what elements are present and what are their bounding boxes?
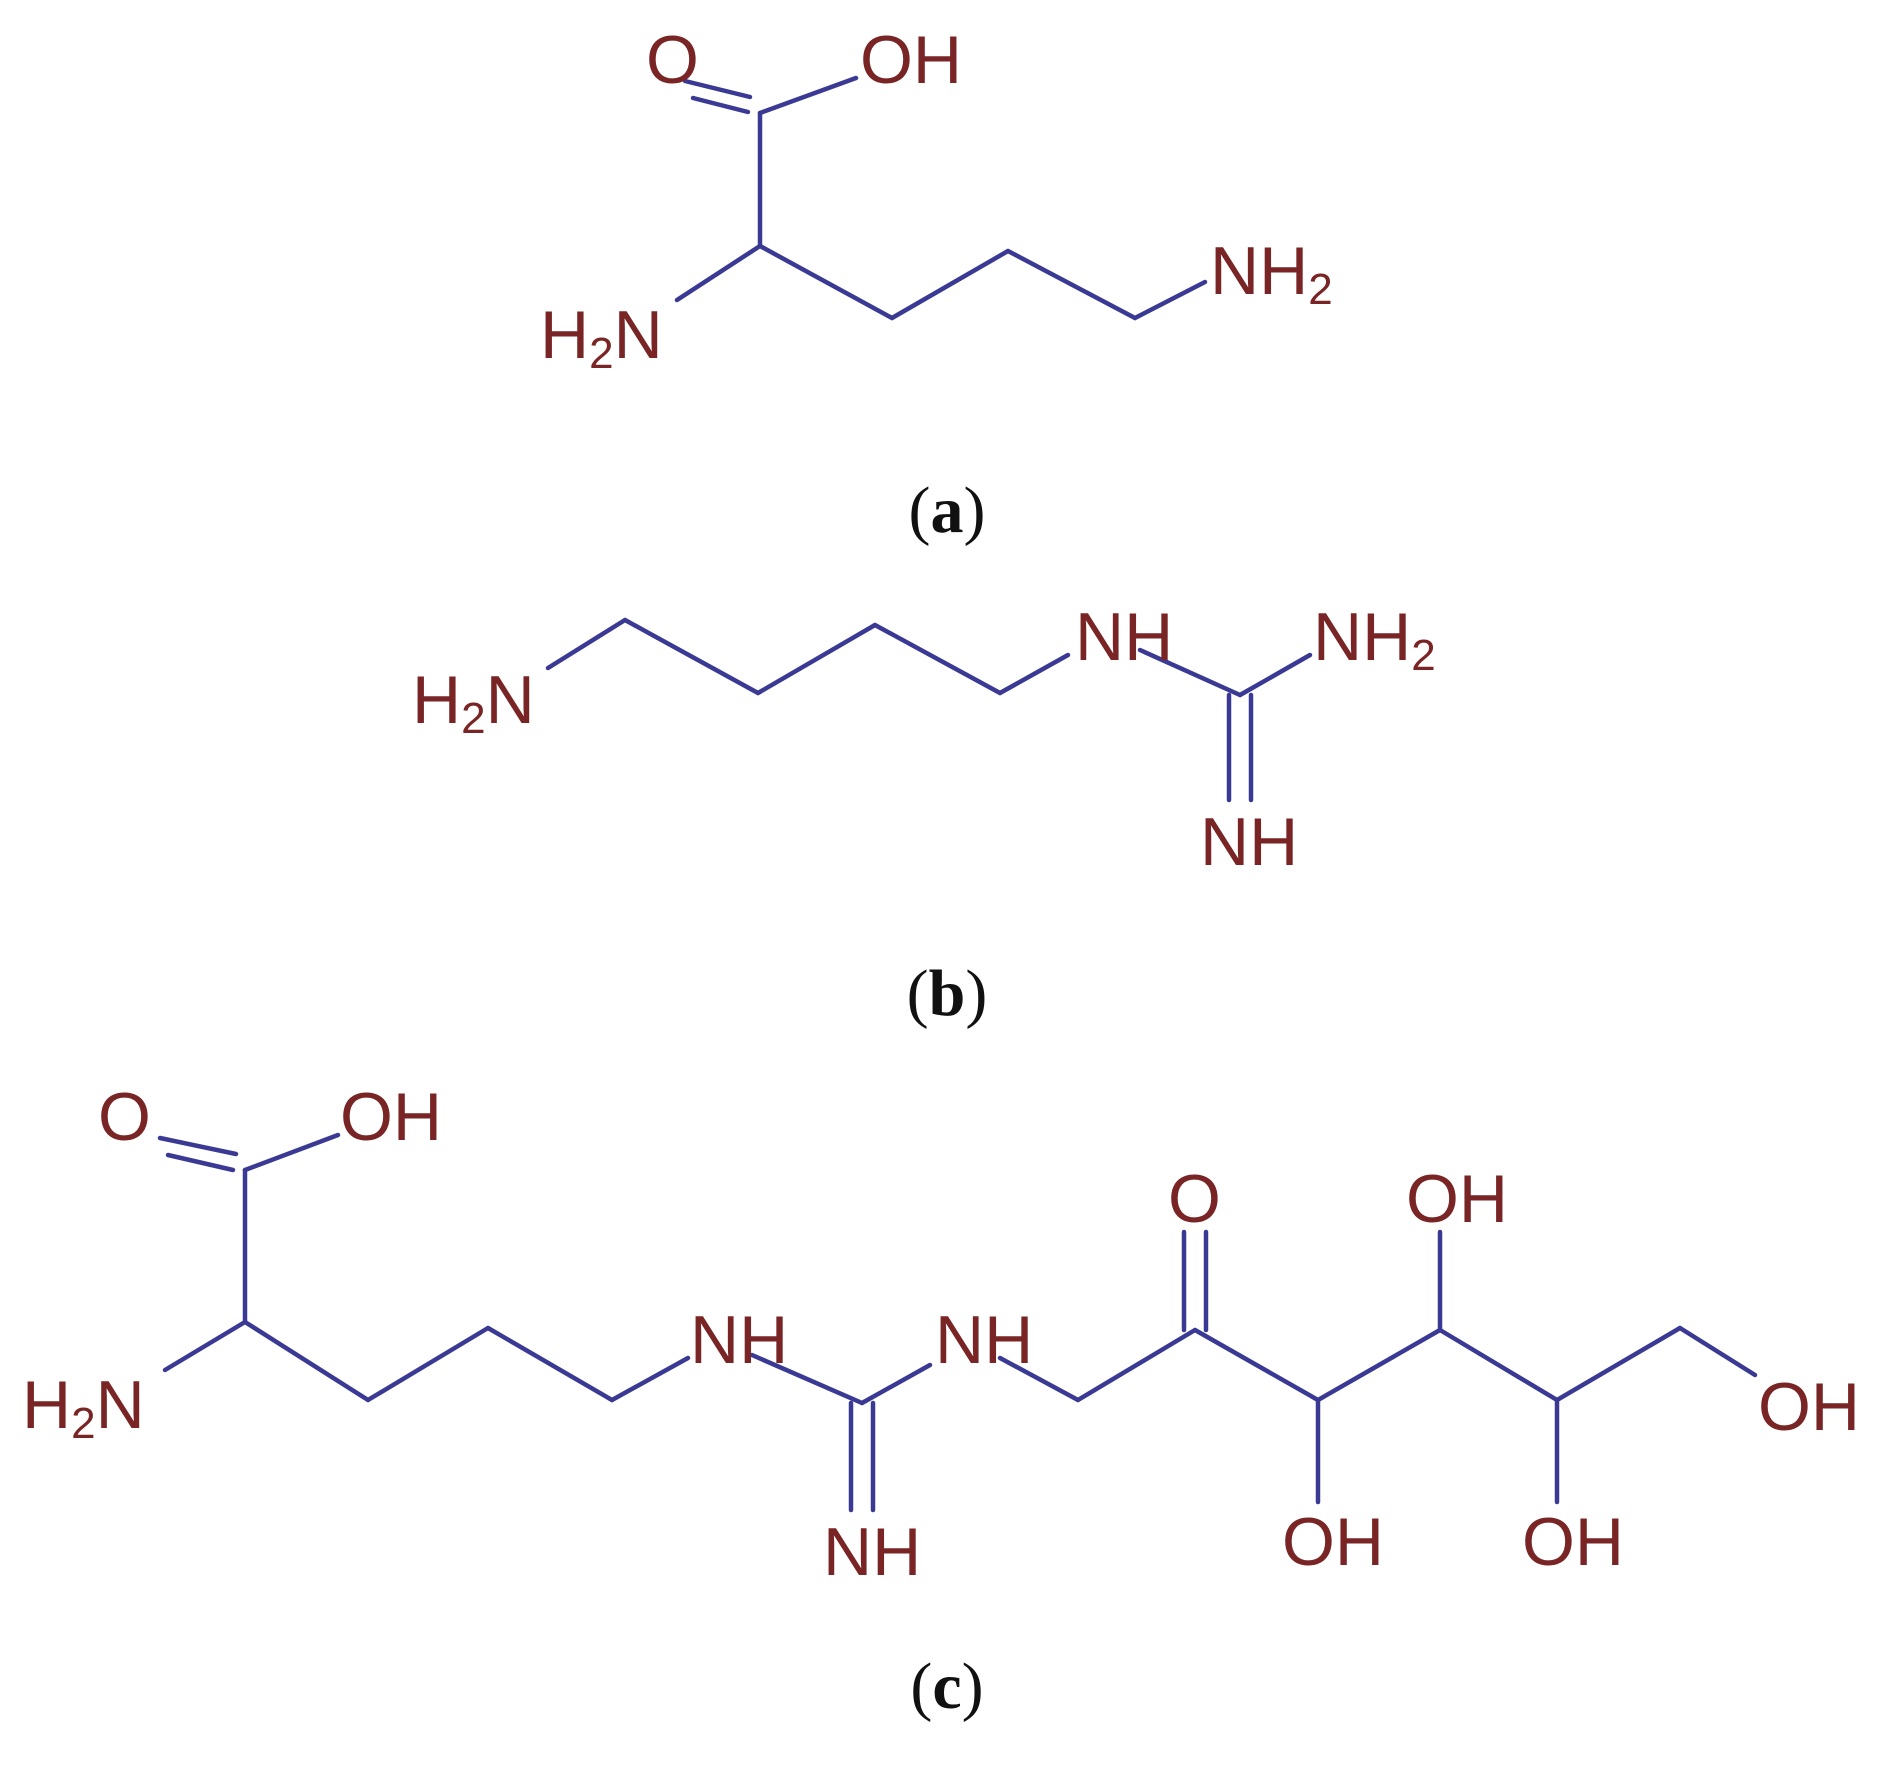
- hydroxyl-label: OH: [860, 22, 962, 98]
- bond: [1437, 1327, 1560, 1403]
- amine-label: H2N: [22, 1367, 145, 1448]
- amine-label: H2N: [540, 297, 663, 378]
- bond: [165, 1152, 236, 1173]
- bond: [749, 1352, 865, 1406]
- structure-b: H2N NH NH2 NH: [412, 599, 1436, 880]
- bond: [997, 1355, 1081, 1403]
- bond: [157, 1135, 239, 1157]
- bond: [1554, 1325, 1683, 1403]
- bond: [242, 1132, 341, 1173]
- bond: [365, 1325, 491, 1403]
- hydroxyl-label: OH: [1406, 1161, 1508, 1237]
- bond: [1132, 279, 1208, 321]
- bond: [997, 652, 1071, 696]
- panel-label-a: (a): [909, 474, 986, 547]
- oxygen-label: O: [646, 22, 699, 98]
- bond: [859, 1362, 933, 1406]
- guanidino-nh-label: NH: [690, 1302, 788, 1378]
- panel-label-b: (b): [907, 957, 988, 1030]
- bond: [609, 1355, 691, 1403]
- bond: [1677, 1325, 1758, 1378]
- bond: [757, 75, 859, 116]
- bond: [682, 78, 753, 100]
- oxygen-label: O: [98, 1079, 151, 1155]
- bond: [872, 622, 1003, 696]
- bond: [545, 617, 628, 671]
- ketone-oxygen-label: O: [1168, 1161, 1221, 1237]
- bond: [1137, 647, 1243, 698]
- structure-a: O OH H2N NH2: [540, 22, 1333, 378]
- bond: [755, 622, 878, 696]
- bond: [1075, 1327, 1198, 1403]
- bond: [1005, 248, 1138, 321]
- terminal-amine-label: NH2: [1313, 599, 1436, 680]
- terminal-amine-label: NH2: [1210, 233, 1333, 314]
- imine-nh-label: NH: [1200, 804, 1298, 880]
- imine-nh-label: NH: [823, 1514, 921, 1590]
- structure-c: O OH H2N NH NH NH O OH OH OH OH: [22, 1079, 1860, 1590]
- bond: [485, 1325, 615, 1403]
- bond: [690, 95, 751, 115]
- bond: [757, 243, 895, 321]
- bond: [622, 617, 761, 696]
- bond: [1315, 1327, 1443, 1403]
- guanidino-nh-label: NH: [935, 1302, 1033, 1378]
- bond: [1192, 1327, 1321, 1403]
- bond: [674, 243, 763, 303]
- bond: [162, 1319, 248, 1373]
- hydroxyl-label: OH: [1522, 1504, 1624, 1580]
- bond: [242, 1319, 371, 1403]
- imino-nh-label: NH: [1075, 599, 1173, 675]
- bond: [889, 248, 1011, 321]
- bond: [1237, 652, 1313, 698]
- hydroxyl-label: OH: [1758, 1369, 1860, 1445]
- hydroxyl-label: OH: [1282, 1504, 1384, 1580]
- hydroxyl-label: OH: [340, 1079, 442, 1155]
- amine-label: H2N: [412, 662, 535, 743]
- panel-label-c: (c): [910, 1650, 983, 1723]
